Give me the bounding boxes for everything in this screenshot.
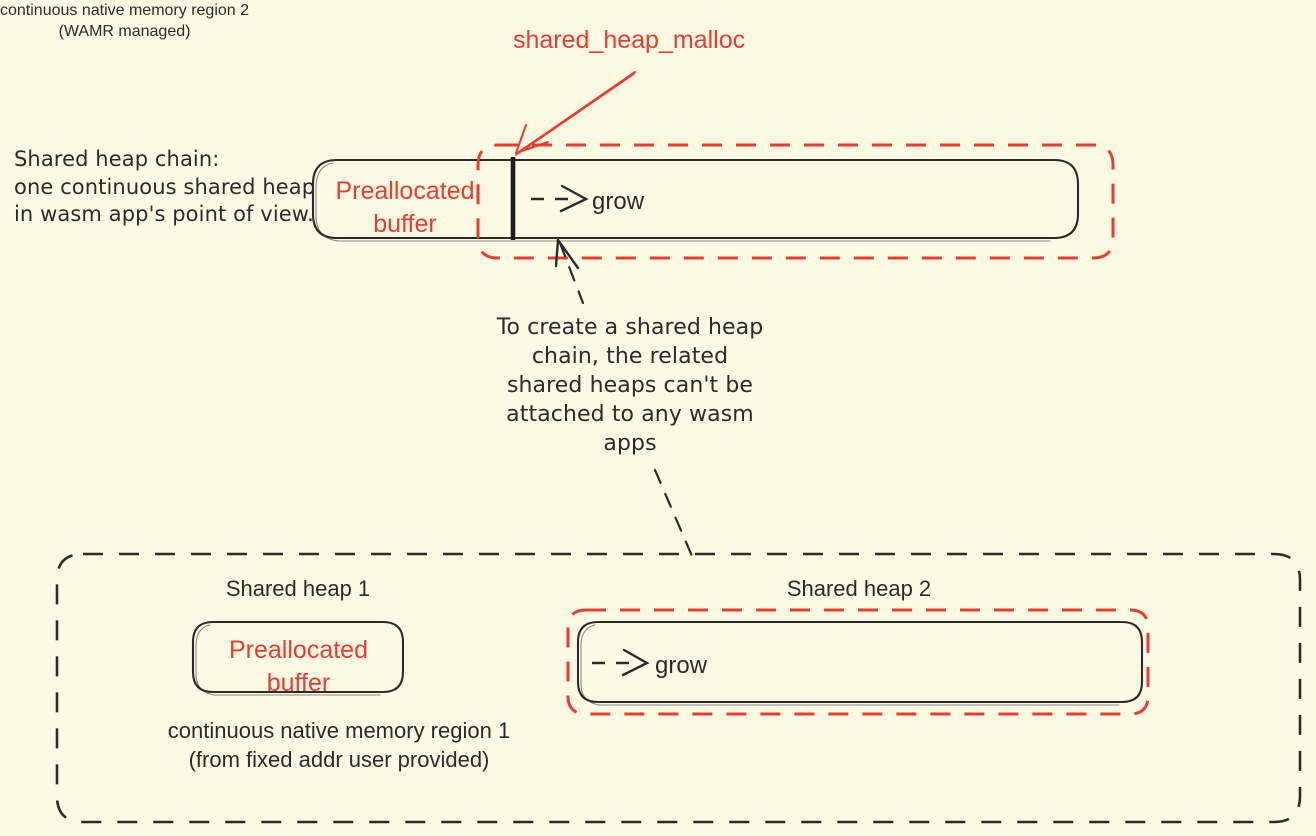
note-leader-line-lower [653, 468, 694, 558]
shared-heap-2-title: Shared heap 2 [786, 576, 932, 601]
shared-heap-malloc-label: shared_heap_malloc [513, 26, 746, 54]
native-memory-region-2-caption: continuous native memory region 2 (WAMR … [0, 2, 250, 41]
preallocated-buffer-label-heap1: Preallocated buffer [229, 636, 368, 697]
native-memory-region-1-caption: continuous native memory region 1 (from … [167, 718, 511, 773]
note-leader-arrow-upper [554, 238, 585, 305]
preallocated-buffer-label-top: Preallocated buffer [335, 177, 475, 238]
shared-heap-chain-constraint-note: To create a shared heap chain, the relat… [496, 315, 764, 457]
grow-arrow-bottom [592, 648, 650, 677]
grow-arrow-top [531, 184, 589, 213]
shared-heap-malloc-callout-arrow [515, 71, 636, 156]
shared-heap-1-title: Shared heap 1 [225, 576, 371, 601]
grow-label-top: grow [592, 188, 645, 215]
shared-heap-chain-note: Shared heap chain: one continuous shared… [14, 147, 316, 227]
grow-label-bottom: grow [655, 652, 708, 679]
grown-shared-heap-red-dashed-region [476, 143, 1115, 260]
